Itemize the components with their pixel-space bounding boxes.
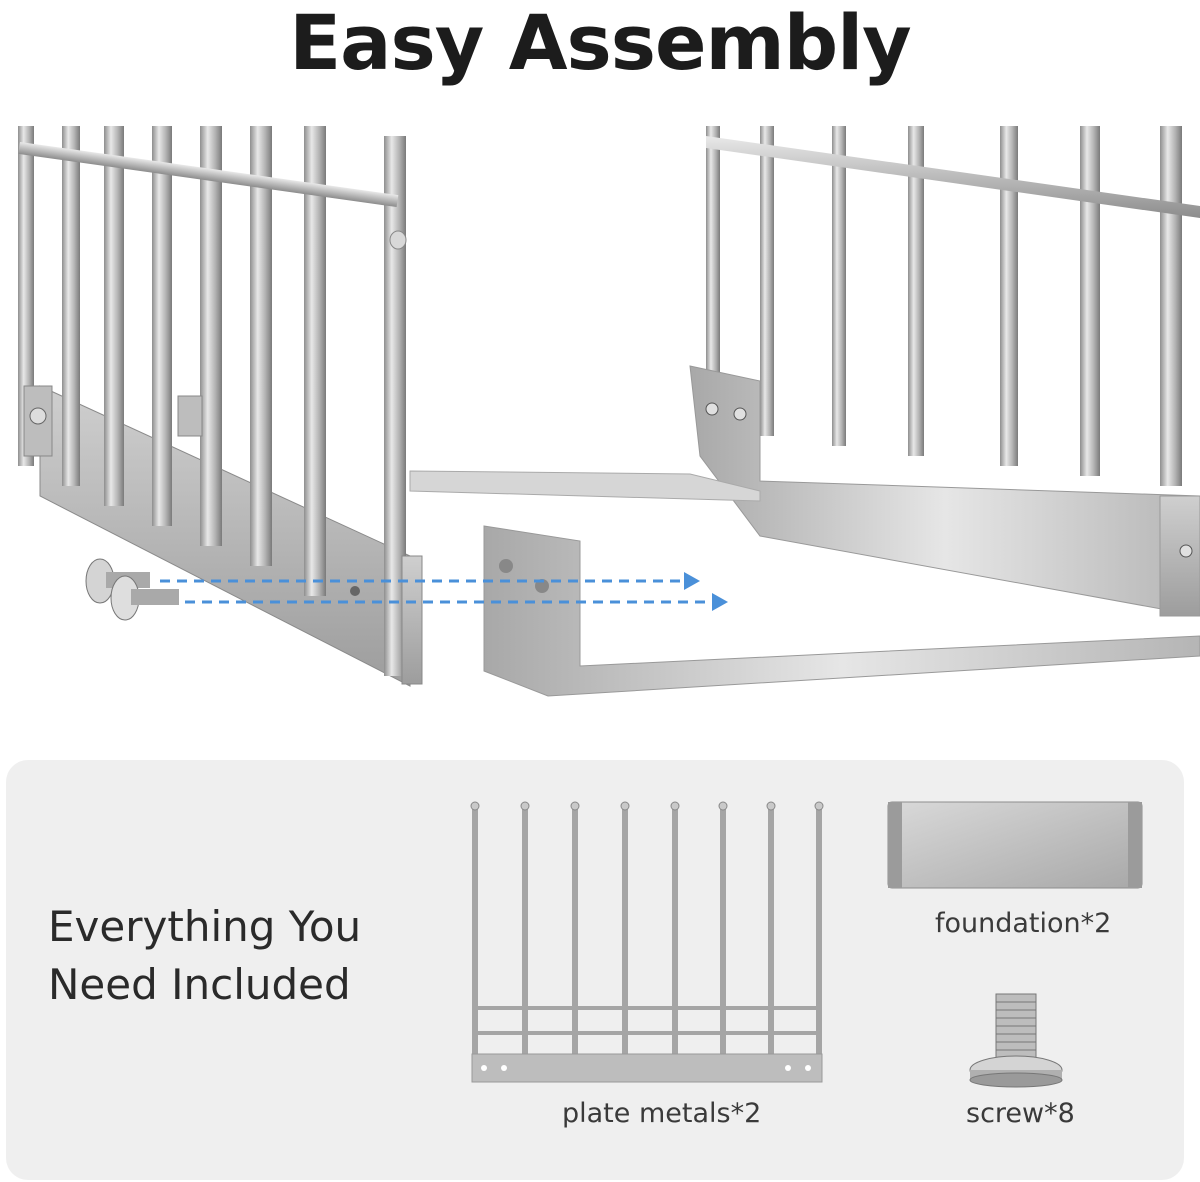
plate-metals-label: plate metals*2 (562, 1098, 762, 1129)
included-heading-line2: Need Included (48, 960, 351, 1009)
left-rack (18, 126, 423, 687)
page-title: Easy Assembly (289, 0, 911, 87)
foundation-icon (887, 801, 1143, 889)
plate-metal-icon (470, 801, 824, 1083)
included-heading-line1: Everything You (48, 902, 362, 951)
foundation-label: foundation*2 (935, 908, 1112, 939)
assembly-illustration (18, 126, 1200, 697)
included-heading: Everything You Need Included (48, 898, 428, 1014)
screw-icon (969, 993, 1063, 1088)
arrow-icon (160, 572, 728, 611)
assembly-screws (85, 558, 179, 621)
right-rack (409, 126, 1200, 697)
screw-label: screw*8 (966, 1098, 1075, 1129)
